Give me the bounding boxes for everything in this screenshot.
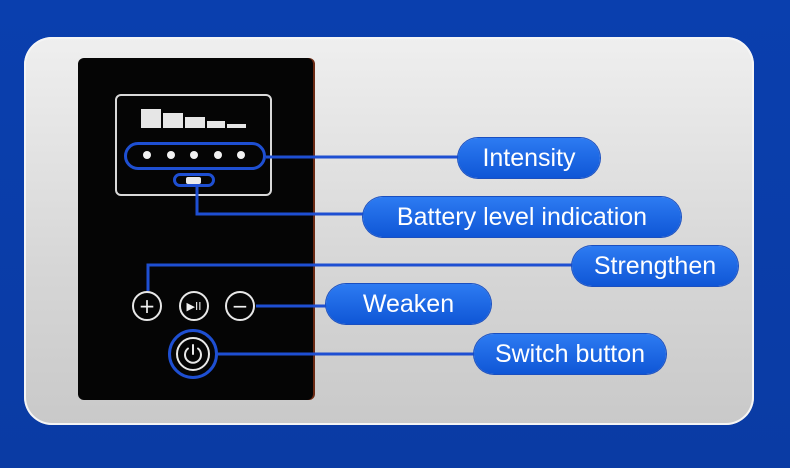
power-icon (184, 344, 202, 364)
intensity-dot-4 (214, 151, 222, 159)
power-button[interactable] (176, 337, 210, 371)
display-screen (115, 94, 272, 196)
intensity-dot-2 (167, 151, 175, 159)
intensity-dot-3 (190, 151, 198, 159)
plus-icon: + (138, 294, 156, 318)
battery-icon (186, 177, 201, 184)
intensity-bar-5 (227, 124, 246, 128)
battery-highlight (173, 173, 215, 187)
intensity-dot-1 (143, 151, 151, 159)
minus-icon: − (231, 294, 249, 318)
intensity-dot-5 (237, 151, 245, 159)
label-battery: Battery level indication (363, 197, 681, 237)
plus-button[interactable]: + (132, 291, 162, 321)
label-weaken: Weaken (326, 284, 491, 324)
play-pause-button[interactable]: ▶II (179, 291, 209, 321)
intensity-bar-1 (141, 109, 161, 128)
line-battery (195, 187, 366, 216)
line-strengthen (146, 263, 574, 291)
minus-button[interactable]: − (225, 291, 255, 321)
label-intensity: Intensity (458, 138, 600, 178)
intensity-bar-3 (185, 117, 205, 128)
power-highlight (168, 329, 218, 379)
intensity-highlight (124, 142, 266, 170)
intensity-bar-4 (207, 121, 225, 128)
play-pause-icon: ▶II (186, 299, 202, 313)
label-strengthen: Strengthen (572, 246, 738, 286)
label-switch: Switch button (474, 334, 666, 374)
intensity-bar-2 (163, 113, 183, 128)
